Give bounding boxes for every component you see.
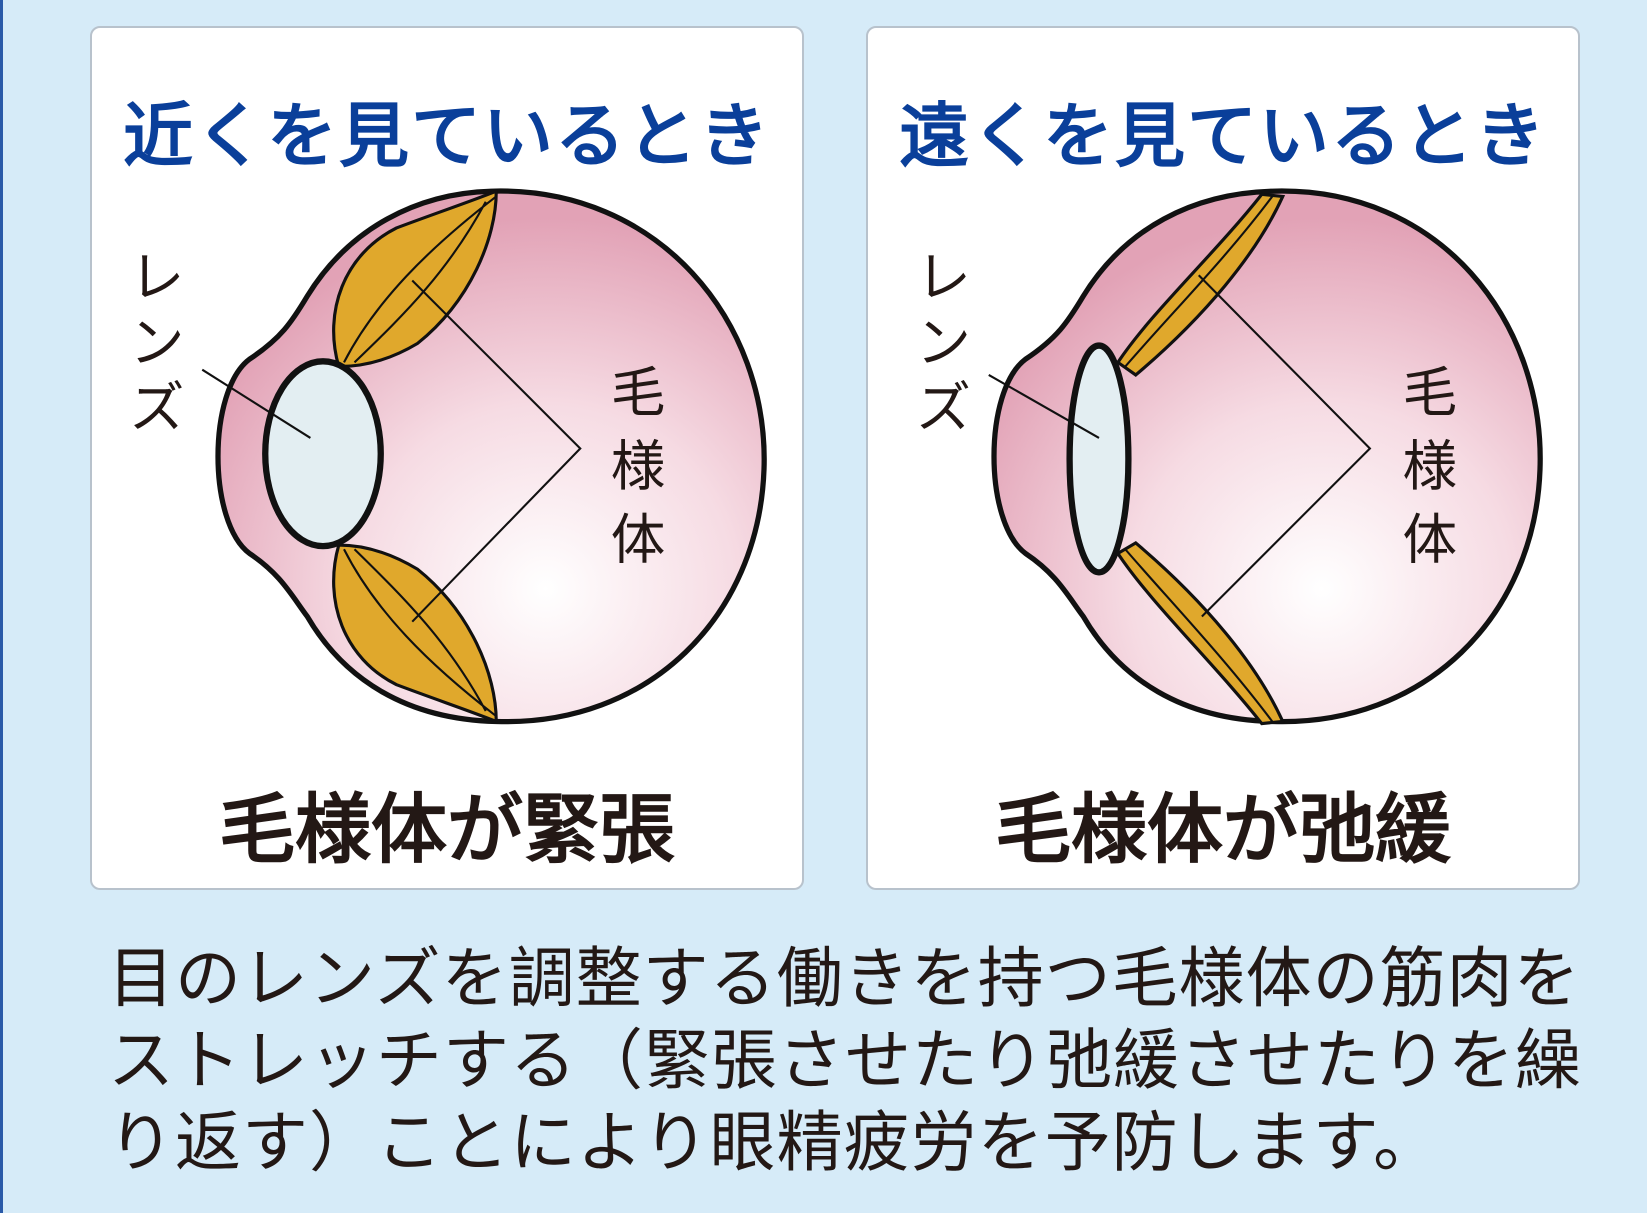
eye-relaxed-diagram: レンズ 毛様体 bbox=[916, 188, 1543, 726]
description-text: 目のレンズを調整する働きを持つ毛様体の筋肉をストレッチする（緊張させたり弛緩させ… bbox=[108, 940, 1582, 1181]
panel-caption: 毛様体が弛緩 bbox=[995, 785, 1451, 874]
panel-title: 遠くを見ているとき bbox=[899, 95, 1547, 177]
lens-label: レンズ bbox=[130, 245, 185, 439]
eye-tense-diagram: レンズ 毛様体 bbox=[130, 188, 767, 725]
ciliary-body-label: 毛様体 bbox=[611, 361, 666, 572]
lens bbox=[262, 358, 384, 550]
near-vision-panel: 近くを見ているとき レンズ 毛様体 毛様体が緊張 bbox=[90, 26, 804, 890]
panel-caption: 毛様体が緊張 bbox=[219, 785, 675, 874]
ciliary-body-label: 毛様体 bbox=[1402, 361, 1457, 572]
far-vision-panel: 遠くを見ているとき レンズ 毛様体 毛様体が弛緩 bbox=[866, 26, 1580, 890]
lens-label: レンズ bbox=[916, 245, 971, 439]
eyeball bbox=[991, 188, 1543, 725]
panel-title: 近くを見ているとき bbox=[123, 95, 771, 177]
ciliary-muscle-top bbox=[332, 188, 498, 369]
ciliary-muscle-bottom bbox=[332, 543, 498, 724]
lens bbox=[1066, 342, 1132, 576]
